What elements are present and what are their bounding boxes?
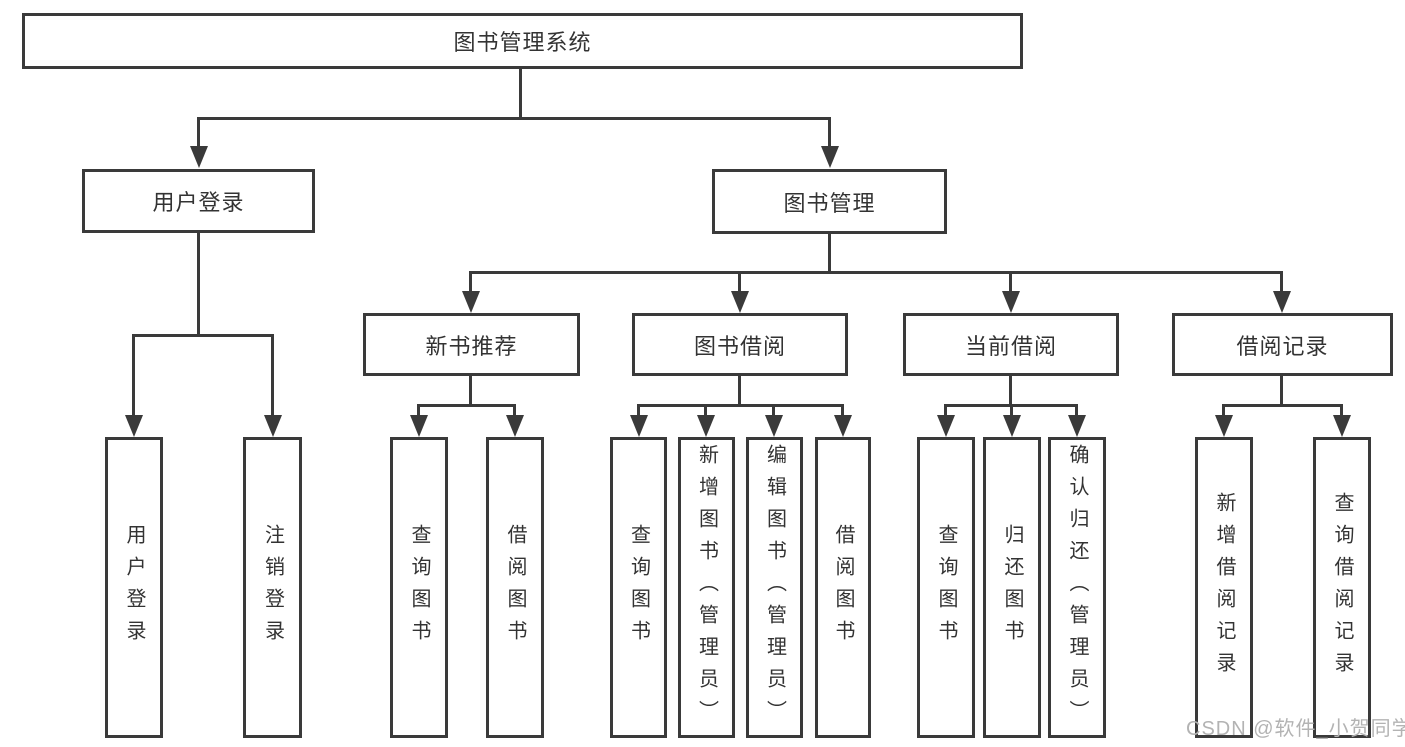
leaf-query-books-recommend-label: 查询图书 [408, 523, 430, 652]
arrow-down-icon [1002, 291, 1020, 313]
leaf-logout: 注销登录 [243, 437, 302, 738]
connector [513, 404, 516, 418]
node-user-login: 用户登录 [82, 169, 315, 233]
arrow-down-icon [630, 415, 648, 437]
connector [132, 334, 274, 337]
leaf-query-books-current-label: 查询图书 [935, 523, 957, 652]
node-book-borrowing: 图书借阅 [632, 313, 848, 376]
connector [197, 117, 831, 120]
connector [1010, 404, 1013, 418]
connector [417, 404, 516, 407]
connector [271, 334, 274, 420]
leaf-edit-books-admin: 编辑图书（管理员） [746, 437, 803, 738]
connector [637, 404, 640, 418]
watermark: CSDN @软件_小贺同学 [1186, 718, 1405, 740]
leaf-borrow-books-borrowing: 借阅图书 [815, 437, 871, 738]
connector [469, 374, 472, 406]
connector [1222, 404, 1225, 418]
arrow-down-icon [125, 415, 143, 437]
connector [828, 232, 831, 273]
connector [704, 404, 707, 418]
arrow-down-icon [821, 146, 839, 168]
leaf-edit-books-admin-label: 编辑图书（管理员） [763, 443, 786, 732]
connector [469, 271, 1283, 274]
node-root-label: 图书管理系统 [453, 30, 592, 55]
leaf-borrow-books-recommend-label: 借阅图书 [504, 523, 526, 652]
leaf-query-books-borrowing-label: 查询图书 [627, 523, 650, 652]
connector [738, 374, 741, 406]
arrow-down-icon [765, 415, 783, 437]
node-borrow-records: 借阅记录 [1172, 313, 1393, 376]
connector [944, 404, 947, 418]
connector [1280, 374, 1283, 406]
connector [1280, 271, 1283, 297]
node-user-login-label: 用户登录 [152, 190, 245, 215]
leaf-borrow-books-recommend: 借阅图书 [486, 437, 544, 738]
leaf-add-books-admin: 新增图书（管理员） [678, 437, 735, 738]
leaf-query-books-borrowing: 查询图书 [610, 437, 667, 738]
leaf-borrow-books-borrowing-label: 借阅图书 [832, 523, 854, 652]
connector [1222, 404, 1343, 407]
node-root: 图书管理系统 [22, 13, 1023, 69]
leaf-query-books-recommend: 查询图书 [390, 437, 448, 738]
leaf-confirm-return-admin: 确认归还（管理员） [1048, 437, 1106, 738]
leaf-logout-label: 注销登录 [261, 523, 284, 652]
leaf-return-books: 归还图书 [983, 437, 1041, 738]
connector [519, 67, 522, 120]
connector [1009, 271, 1012, 297]
connector [197, 231, 200, 336]
leaf-query-borrow-record: 查询借阅记录 [1313, 437, 1371, 738]
node-book-management: 图书管理 [712, 169, 947, 234]
node-current-borrowing: 当前借阅 [903, 313, 1119, 376]
connector [637, 404, 844, 407]
connector [841, 404, 844, 418]
leaf-user-login: 用户登录 [105, 437, 163, 738]
connector [1009, 374, 1012, 406]
leaf-confirm-return-admin-label: 确认归还（管理员） [1066, 443, 1088, 732]
leaf-add-borrow-record: 新增借阅记录 [1195, 437, 1253, 738]
arrow-down-icon [1333, 415, 1351, 437]
connector [738, 271, 741, 297]
arrow-down-icon [1215, 415, 1233, 437]
leaf-user-login-label: 用户登录 [123, 523, 145, 652]
connector [772, 404, 775, 418]
arrow-down-icon [264, 415, 282, 437]
leaf-query-books-current: 查询图书 [917, 437, 975, 738]
node-book-borrowing-label: 图书借阅 [693, 333, 786, 359]
node-current-borrowing-label: 当前借阅 [964, 333, 1057, 359]
arrow-down-icon [1003, 415, 1021, 437]
connector [197, 117, 200, 151]
connector [828, 117, 831, 151]
connector [417, 404, 420, 418]
connector [469, 271, 472, 297]
node-new-book-recommend: 新书推荐 [363, 313, 580, 376]
node-borrow-records-label: 借阅记录 [1236, 333, 1329, 359]
arrow-down-icon [731, 291, 749, 313]
arrow-down-icon [506, 415, 524, 437]
arrow-down-icon [1273, 291, 1291, 313]
arrow-down-icon [937, 415, 955, 437]
leaf-return-books-label: 归还图书 [1001, 523, 1023, 652]
node-book-management-label: 图书管理 [783, 190, 876, 216]
arrow-down-icon [697, 415, 715, 437]
connector [132, 334, 135, 420]
node-new-book-recommend-label: 新书推荐 [425, 333, 518, 359]
connector [1075, 404, 1078, 418]
arrow-down-icon [190, 146, 208, 168]
arrow-down-icon [462, 291, 480, 313]
leaf-add-books-admin-label: 新增图书（管理员） [695, 443, 718, 732]
arrow-down-icon [1068, 415, 1086, 437]
arrow-down-icon [410, 415, 428, 437]
connector [1340, 404, 1343, 418]
arrow-down-icon [834, 415, 852, 437]
leaf-query-borrow-record-label: 查询借阅记录 [1331, 491, 1353, 684]
leaf-add-borrow-record-label: 新增借阅记录 [1213, 491, 1235, 684]
